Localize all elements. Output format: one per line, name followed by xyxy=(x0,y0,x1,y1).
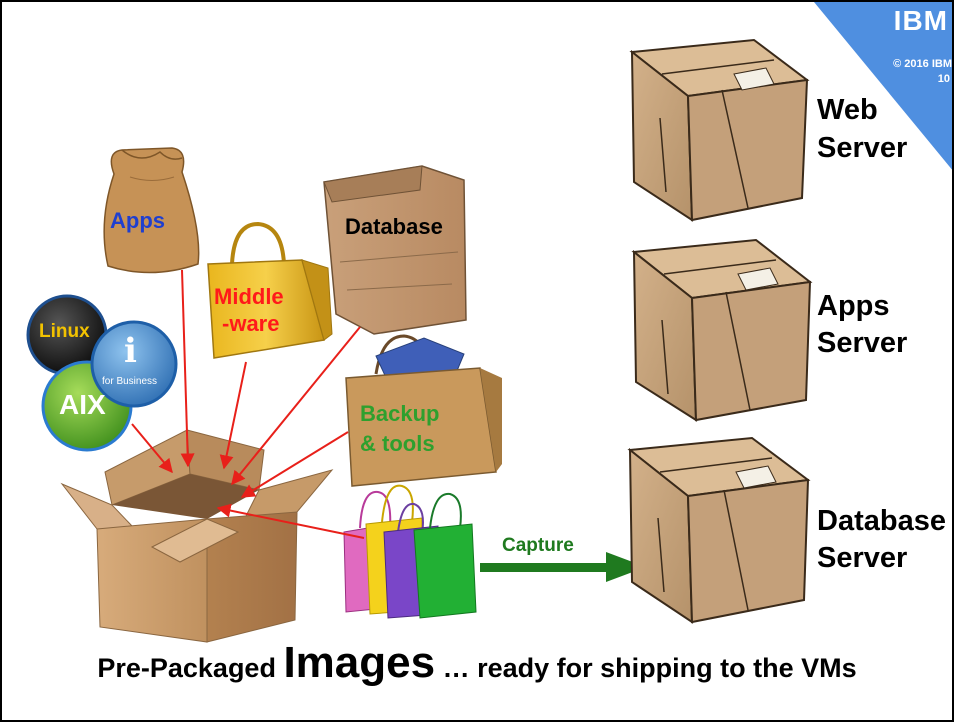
package-apps-server xyxy=(631,238,813,422)
capture-label: Capture xyxy=(502,535,574,556)
arrow-shopping-to-box xyxy=(216,503,365,539)
arrow-middleware-to-box xyxy=(219,361,247,470)
apps-paper-bag xyxy=(103,147,200,274)
arrow-database-to-box xyxy=(231,326,361,486)
web-server-label-line2: Server xyxy=(817,132,908,164)
backup-label-line2: & tools xyxy=(360,431,435,456)
caption-images: Images xyxy=(283,638,436,687)
middleware-label-line1: Middle xyxy=(214,284,284,309)
corner-badge: IBM © 2016 IBM 10 PowerVC xyxy=(814,2,952,172)
arrow-apps-to-box xyxy=(180,269,195,468)
copyright-text: © 2016 IBM xyxy=(893,58,952,70)
middleware-gold-bag xyxy=(207,221,333,359)
backup-tools-bag xyxy=(345,334,502,487)
capture-arrow xyxy=(480,552,646,582)
web-server-label-line1: Web xyxy=(817,94,878,126)
apps-server-label-line1: Apps xyxy=(817,290,890,322)
ibm-logo: IBM xyxy=(893,5,948,36)
package-web-server xyxy=(629,38,810,222)
package-database-server xyxy=(627,436,811,624)
middleware-label-line2: -ware xyxy=(222,311,280,336)
open-cardboard-box xyxy=(60,429,334,643)
database-paper-bag xyxy=(323,165,467,335)
backup-label-line1: Backup xyxy=(360,401,440,426)
caption-pre: Pre-Packaged xyxy=(97,653,284,683)
slide-caption: Pre-Packaged Images … ready for shipping… xyxy=(2,638,952,688)
page-number: 10 xyxy=(937,73,950,85)
shopping-bags xyxy=(343,484,477,619)
pointer-arrows xyxy=(131,269,365,539)
database-server-label-line1: Database xyxy=(817,505,946,537)
caption-post: … ready for shipping to the VMs xyxy=(435,653,857,683)
ibm-i-logo xyxy=(90,320,178,408)
linux-logo-text: Linux xyxy=(39,321,90,342)
database-bag-label: Database xyxy=(345,214,443,239)
arrow-aix-to-box xyxy=(131,423,173,474)
apps-server-label-line2: Server xyxy=(817,327,908,359)
aix-logo-text: AIX xyxy=(59,389,106,420)
arrow-backup-to-box xyxy=(240,431,349,498)
ibm-i-subtext: for Business xyxy=(102,376,158,387)
ibm-i-symbol: i xyxy=(124,331,137,371)
database-server-label-line2: Server xyxy=(817,542,908,574)
apps-bag-label: Apps xyxy=(110,208,165,233)
